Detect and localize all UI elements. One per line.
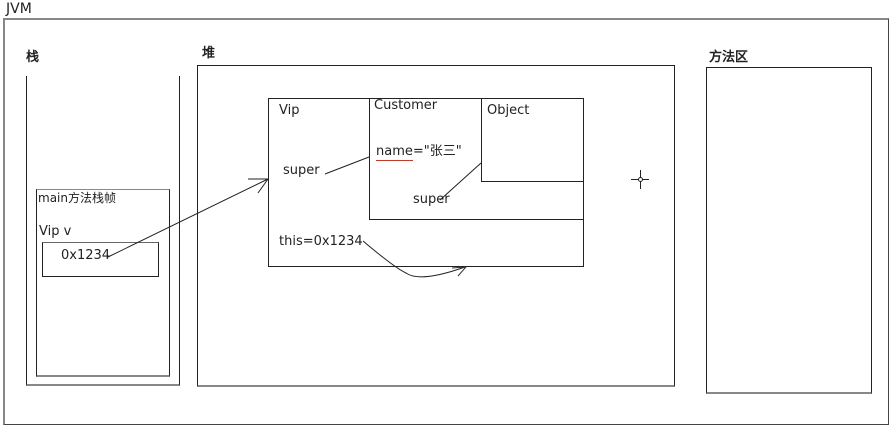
jvm-container	[3, 18, 889, 425]
customer-field-value: ="张三"	[412, 144, 462, 159]
object-object-title: Object	[487, 103, 530, 118]
stack-var-value: 0x1234	[61, 248, 111, 263]
method-area-title: 方法区	[709, 50, 749, 65]
customer-object-title: Customer	[374, 98, 438, 113]
stack-var-label: Vip v	[39, 224, 72, 239]
crosshair-cursor-icon	[631, 170, 649, 189]
customer-super-link	[439, 162, 482, 201]
reference-arrow	[107, 178, 269, 258]
jvm-title: JVM	[6, 1, 32, 17]
reference-arrowhead-icon	[248, 178, 269, 194]
this-arrowhead-icon	[451, 266, 468, 277]
stack-title: 栈	[26, 50, 40, 65]
stack-frame-title: main方法栈帧	[38, 191, 116, 205]
vip-super-label: super	[283, 163, 320, 178]
customer-field: name="张三"	[376, 140, 462, 161]
heap-area	[197, 65, 675, 387]
this-self-arrow	[362, 240, 466, 278]
stack-var-box	[42, 242, 159, 277]
method-area	[706, 67, 872, 394]
stack-area	[26, 76, 180, 386]
main-stack-frame	[36, 189, 170, 377]
vip-object-title: Vip	[279, 103, 300, 118]
heap-title: 堆	[202, 46, 216, 61]
vip-super-link	[324, 156, 370, 175]
customer-super-label: super	[413, 192, 450, 207]
object-object	[481, 98, 584, 182]
vip-this-label: this=0x1234	[279, 234, 363, 249]
customer-field-name: name	[376, 144, 413, 161]
